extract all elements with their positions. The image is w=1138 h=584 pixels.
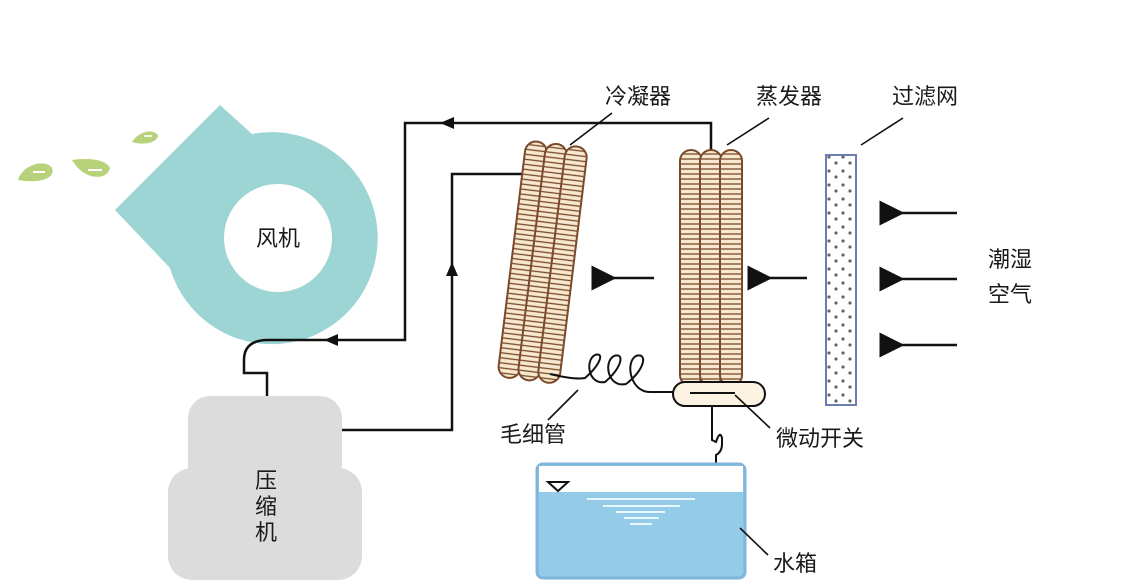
compressor-label-2: 缩 <box>255 495 277 520</box>
filter-label: 过滤网 <box>892 85 958 110</box>
fan-label: 风机 <box>256 227 300 252</box>
capillary-tube <box>549 353 675 393</box>
water-tank <box>535 462 747 580</box>
compressor: 压 缩 机 <box>168 396 362 580</box>
microswitch <box>672 381 766 465</box>
leader-lines <box>547 112 904 556</box>
evaporator-coil <box>679 149 743 387</box>
humid-air-label-2: 空气 <box>988 283 1032 308</box>
condenser-label: 冷凝器 <box>605 85 671 110</box>
compressor-label-3: 机 <box>255 521 277 546</box>
compressor-label-1: 压 <box>255 469 277 494</box>
capillary-label: 毛细管 <box>500 423 566 448</box>
water-tank-label: 水箱 <box>773 552 817 577</box>
refrigerant-pipes <box>242 121 713 432</box>
condenser-coil <box>497 140 588 384</box>
flow-arrows <box>324 117 458 346</box>
leaves-icon <box>18 131 158 182</box>
airflow-arrows <box>591 200 957 358</box>
evaporator-label: 蒸发器 <box>756 85 822 110</box>
humid-air-label-1: 潮湿 <box>988 248 1032 273</box>
microswitch-label: 微动开关 <box>776 427 864 452</box>
filter <box>825 154 857 406</box>
fan: 风机 <box>115 105 378 345</box>
